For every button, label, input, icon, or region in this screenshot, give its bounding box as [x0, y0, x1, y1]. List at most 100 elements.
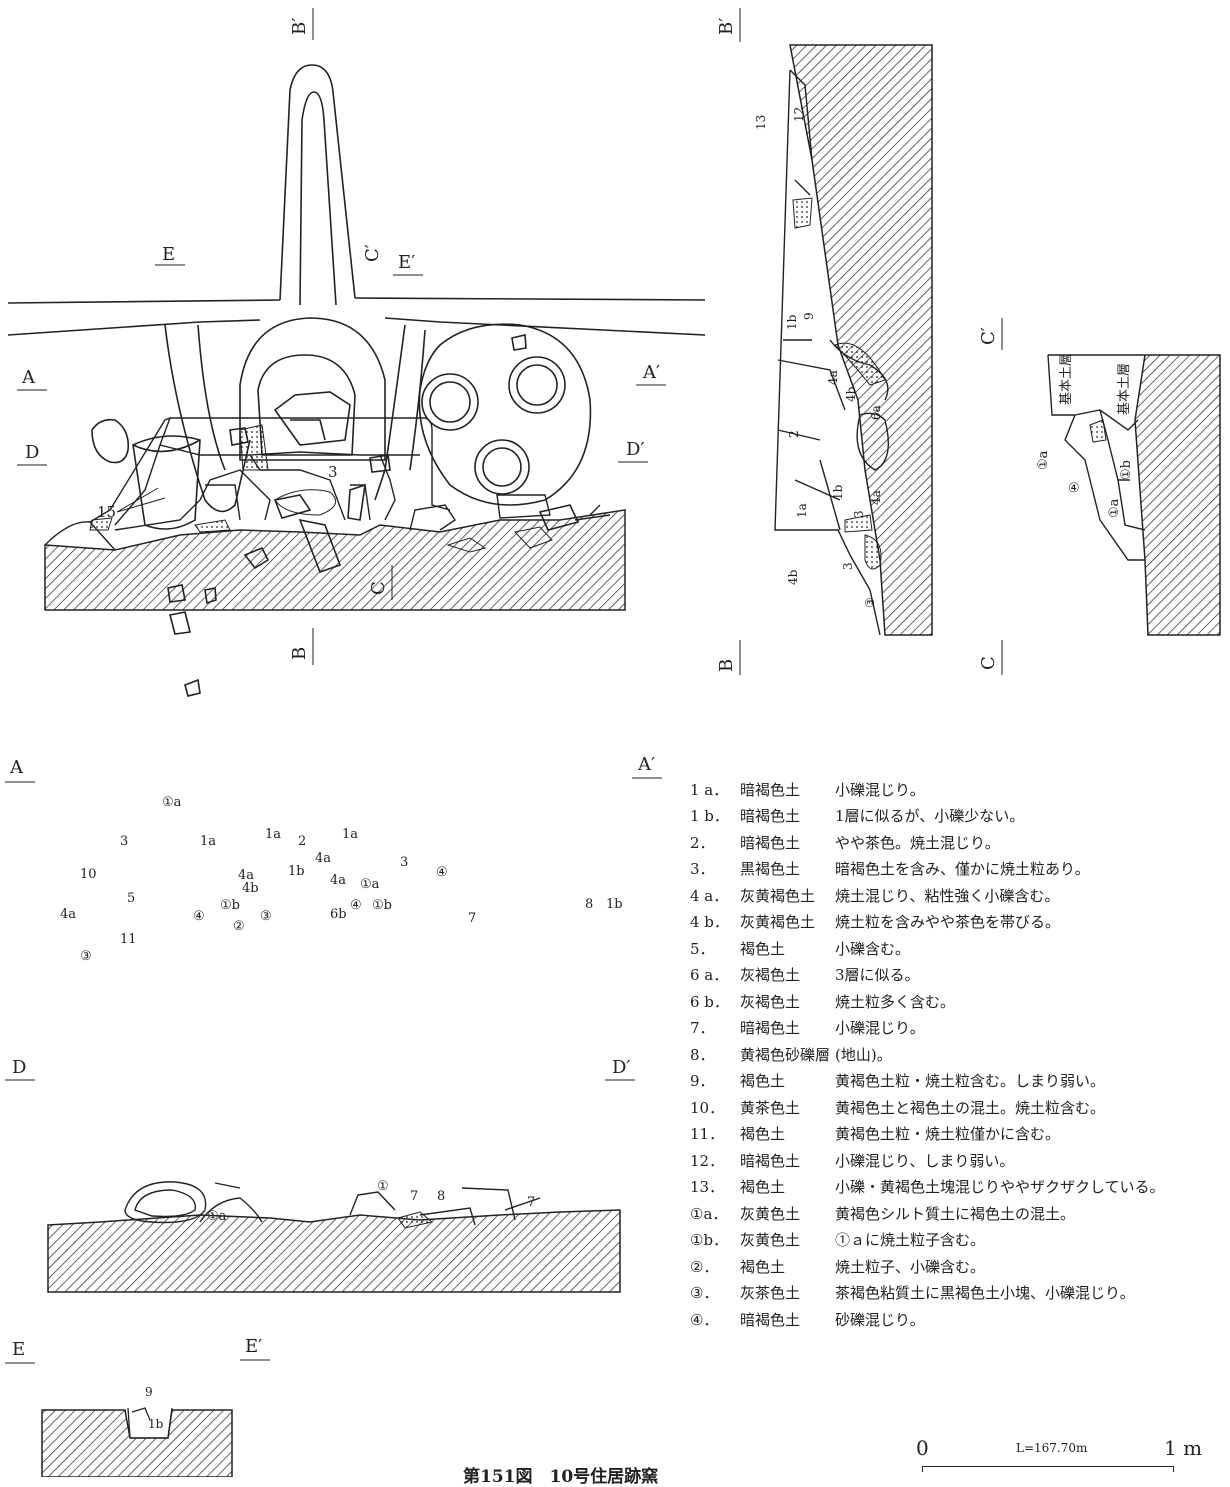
legend-row: 8．黄褐色砂礫層(地山)。 [690, 1041, 1220, 1068]
sa-5: 5 [127, 891, 135, 906]
profile-b [774, 44, 933, 636]
section-a-dotted [89, 424, 269, 533]
legend-code: ④． [690, 1310, 719, 1329]
sa-c1a-right: ①a [360, 877, 380, 892]
legend-note: 3層に似る。 [835, 966, 920, 985]
legend-code: 4 b． [690, 913, 729, 932]
legend-code: ③． [690, 1284, 719, 1303]
pc-1a-top: ①a [1036, 450, 1051, 470]
marker-a-prime: A′ [642, 362, 660, 383]
sa-3-right: 3 [400, 855, 408, 870]
legend-note: 1層に似るが、小礫少ない。 [835, 807, 1025, 826]
legend-note: 焼土粒を含みやや茶色を帯びる。 [835, 913, 1061, 932]
legend-code: 6 a． [690, 966, 729, 985]
pb-1b-top: 1b [785, 314, 799, 330]
marker-d-left: D [25, 442, 39, 463]
legend-desc: 暗褐色土 [740, 1151, 801, 1170]
legend-row: ②．褐色土焼土粒子、小礫含む。 [690, 1253, 1220, 1280]
pb-12: 12 [792, 107, 806, 122]
marker-b-bottom: B [289, 647, 310, 660]
sa-c1b-right: ①b [372, 898, 392, 913]
profile-b-layers [774, 69, 889, 636]
legend-note: 黄褐色シルト質土に褐色土の混土。 [835, 1204, 1076, 1223]
legend-row: 2．暗褐色土やや茶色。焼土混じり。 [690, 829, 1220, 856]
marker-d-section: D [12, 1057, 26, 1078]
section-d-dotted [397, 1211, 434, 1229]
profile-b-hatch [789, 44, 933, 636]
marker-a-left: A [21, 367, 36, 388]
profile-b-text: 13 12 1b 9 4a 4b 6a 2 1a 1b 3 4a 4b 3 ③ [754, 107, 883, 608]
scattered-stones [167, 334, 580, 697]
legend-note: 小礫含む。 [835, 939, 911, 958]
legend-code: 1 b． [690, 807, 729, 826]
section-a-hatch [44, 509, 626, 611]
se-9: 9 [145, 1385, 153, 1399]
firebox-stones [273, 391, 351, 446]
legend-row: 12．暗褐色土小礫混じり、しまり弱い。 [690, 1147, 1220, 1174]
plan-leader-15 [116, 487, 166, 513]
legend-code: 13． [690, 1178, 725, 1197]
flue-outline [279, 64, 356, 301]
legend-row: ①a．灰黄色土黄褐色シルト質土に褐色土の混土。 [690, 1200, 1220, 1227]
scale-zero: 0 [916, 1436, 929, 1460]
section-a-text: ①a 3 1a 1a 2 1a 10 4a 5 11 ③ 1b 4a 4a 4b… [60, 795, 623, 964]
pb-3-bottom: 3 [841, 562, 855, 570]
legend-note: 砂礫混じり。 [835, 1310, 925, 1329]
pb-circ3: ③ [863, 597, 877, 608]
profile-c-hatch [1134, 354, 1221, 636]
legend-desc: 褐色土 [740, 1257, 786, 1276]
sa-1a-right: 1a [342, 827, 358, 842]
pb-9: 9 [802, 312, 816, 320]
legend-note: 小礫混じり、しまり弱い。 [835, 1151, 1015, 1170]
marker-e-prime-section: E′ [245, 1336, 262, 1357]
legend-row: 1 a．暗褐色土小礫混じり。 [690, 776, 1220, 803]
sa-4a-left: 4a [60, 907, 76, 922]
section-a-markers: A A′ [5, 754, 662, 783]
legend-note: 黄褐色土粒・焼土粒僅かに含む。 [835, 1125, 1061, 1144]
section-d-hatch [47, 1209, 621, 1293]
legend-row: 13．褐色土小礫・黄褐色土塊混じりややザクザクしている。 [690, 1174, 1220, 1201]
left-pot-rim [132, 439, 201, 453]
sd-8: 8 [437, 1189, 445, 1204]
legend-desc: 灰茶色土 [740, 1284, 801, 1303]
se-1b: 1b [148, 1417, 164, 1431]
legend-note: やや茶色。焼土混じり。 [835, 833, 1000, 852]
right-channel [374, 324, 426, 501]
legend-desc: 灰黄色土 [740, 1231, 801, 1250]
scale-bar: 0 L=167.70m 1 m [916, 1436, 1226, 1477]
sa-c3-mid: ③ [260, 909, 272, 924]
pc-4: ④ [1068, 481, 1080, 496]
legend-desc: 暗褐色土 [740, 807, 801, 826]
legend-desc: 黄褐色砂礫層 [740, 1045, 831, 1064]
section-e-text: 9 1b [145, 1385, 164, 1431]
layer-legend: 1 a．暗褐色土小礫混じり。 1 b． 暗褐色土 1層に似るが、小礫少ない。 2．暗褐色… [690, 776, 1220, 1333]
marker-d-prime-section: D′ [612, 1057, 631, 1078]
section-d-outline [124, 1181, 541, 1226]
section-a-outline [44, 417, 611, 551]
wall-line-upper [7, 297, 706, 304]
legend-row: 1 b． 暗褐色土 1層に似るが、小礫少ない。 [690, 803, 1220, 830]
legend-desc: 暗褐色土 [740, 1019, 801, 1038]
legend-row: 5．褐色土小礫含む。 [690, 935, 1220, 962]
pc-kihon-a: 基本土層 [1059, 353, 1074, 405]
sd-7b: 7 [527, 1195, 535, 1210]
sa-7: 7 [468, 911, 476, 926]
marker-c-prime-profile: C′ [978, 327, 999, 345]
pb-4b-bottom: 4b [786, 569, 800, 585]
pc-1b: ①b [1119, 460, 1134, 480]
left-channel [164, 324, 251, 513]
sa-6b: 6b [330, 907, 347, 922]
legend-code: 11． [690, 1125, 725, 1144]
legend-row: ④．暗褐色土砂礫混じり。 [690, 1306, 1220, 1333]
sa-4a-mid2: 4a [238, 868, 254, 883]
firebox-inner [257, 354, 356, 456]
legend-desc: 灰褐色土 [740, 966, 801, 985]
figure-caption: 第151図 10号住居跡窯 [463, 1467, 659, 1487]
sa-1b-right: 1b [606, 897, 623, 912]
sa-8: 8 [585, 897, 593, 912]
sa-10: 10 [80, 867, 97, 882]
pb-1b-bottom: 1b [831, 484, 845, 500]
marker-b-prime-profile: B′ [716, 18, 737, 35]
